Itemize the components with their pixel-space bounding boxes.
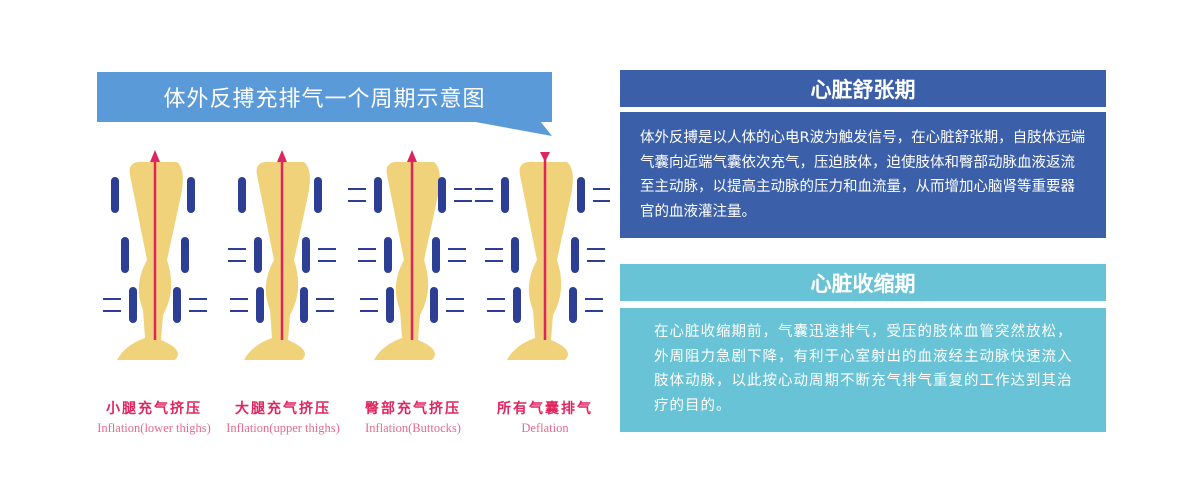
diastole-heading: 心脏舒张期 [620, 70, 1106, 107]
stage-label-zh: 臀部充气挤压 [365, 401, 461, 417]
stage-label-en: Inflation(lower thighs) [97, 421, 211, 435]
air-cuff-right [577, 177, 585, 213]
air-cuff-left [129, 287, 137, 323]
air-cuff-left [238, 177, 246, 213]
leg-body [117, 161, 183, 360]
stage-label-en: Deflation [521, 421, 569, 435]
air-cuff-left [501, 177, 509, 213]
systole-heading: 心脏收缩期 [620, 264, 1106, 301]
stage-label-en: Inflation(upper thighs) [226, 421, 340, 435]
air-cuff-right [173, 287, 181, 323]
stage-caption-buttocks: 臀部充气挤压 Inflation(Buttocks) [343, 398, 483, 436]
flow-arrow-up-icon [277, 150, 287, 162]
diagram-title: 体外反搏充排气一个周期示意图 [97, 72, 552, 122]
air-cuff-left [384, 237, 392, 273]
banner-tail [470, 121, 552, 136]
air-cuff-left [511, 237, 519, 273]
flow-arrow-up-icon [150, 150, 160, 162]
air-cuff-left [513, 287, 521, 323]
stage-label-zh: 所有气囊排气 [497, 401, 593, 417]
air-cuff-right [314, 177, 322, 213]
air-cuff-left [256, 287, 264, 323]
leg-diagrams [103, 150, 610, 360]
stage-caption-deflation: 所有气囊排气 Deflation [475, 398, 615, 436]
air-cuff-right [300, 287, 308, 323]
leg-body [374, 161, 440, 360]
leg-body [244, 161, 310, 360]
air-cuff-right [571, 237, 579, 273]
air-cuff-left [111, 177, 119, 213]
stage-label-zh: 大腿充气挤压 [235, 401, 331, 417]
air-cuff-right [438, 177, 446, 213]
stage-caption-lower-thighs: 小腿充气挤压 Inflation(lower thighs) [84, 398, 224, 436]
air-cuff-left [386, 287, 394, 323]
air-cuff-right [569, 287, 577, 323]
flow-arrow-down-icon [540, 152, 550, 162]
air-cuff-right [181, 237, 189, 273]
air-cuff-right [432, 237, 440, 273]
air-cuff-right [430, 287, 438, 323]
stage-caption-upper-thighs: 大腿充气挤压 Inflation(upper thighs) [213, 398, 353, 436]
air-cuff-right [302, 237, 310, 273]
air-cuff-right [187, 177, 195, 213]
stage-label-en: Inflation(Buttocks) [365, 421, 461, 435]
flow-arrow-up-icon [407, 150, 417, 162]
leg-body [507, 161, 573, 360]
air-cuff-left [121, 237, 129, 273]
stage-label-zh: 小腿充气挤压 [106, 401, 202, 417]
systole-description: 在心脏收缩期前，气囊迅速排气，受压的肢体血管突然放松，外周阻力急剧下降，有利于心… [620, 308, 1106, 432]
air-cuff-left [254, 237, 262, 273]
diastole-description: 体外反搏是以人体的心电R波为触发信号，在心脏舒张期，自肢体远端气囊向近端气囊依次… [620, 112, 1106, 238]
air-cuff-left [374, 177, 382, 213]
